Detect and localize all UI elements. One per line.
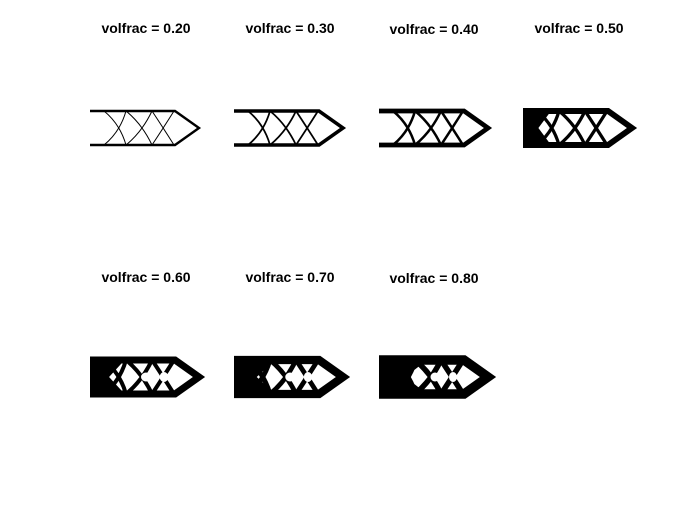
truss-chords	[90, 109, 202, 147]
topology-panel-6	[234, 355, 351, 399]
truss-web-member	[124, 358, 154, 396]
void-region	[141, 372, 151, 382]
truss-chords	[234, 109, 347, 147]
panel-title-1: volfrac = 0.20	[101, 20, 191, 36]
solid-block	[523, 111, 551, 145]
truss-web-member	[245, 357, 273, 397]
truss-web-member	[247, 110, 271, 146]
truss-chords	[379, 355, 497, 399]
truss-web-member	[391, 109, 417, 147]
truss-web-member	[583, 109, 609, 147]
truss-web-member	[103, 110, 127, 146]
truss-web-member	[390, 357, 418, 397]
topology-panel-5	[90, 356, 206, 398]
truss-web-member	[557, 109, 587, 147]
truss-web-member	[535, 109, 561, 147]
panel-title-5: volfrac = 0.60	[101, 269, 191, 285]
truss-web-member	[391, 109, 417, 147]
panel-title-3: volfrac = 0.40	[389, 21, 479, 37]
truss-web-member	[269, 110, 297, 146]
truss-web-member	[413, 109, 443, 147]
void-region	[270, 373, 278, 381]
topology-panel-1	[90, 109, 202, 147]
truss-web-member	[151, 110, 175, 146]
void-region	[285, 372, 295, 382]
solid-block	[90, 360, 125, 394]
truss-web-member	[412, 357, 444, 397]
truss-web-member	[439, 109, 465, 147]
truss-web-member	[295, 110, 319, 146]
truss-chords	[379, 108, 493, 148]
panel-title-7: volfrac = 0.80	[389, 270, 479, 286]
truss-web-member	[124, 358, 154, 396]
truss-chords	[234, 355, 351, 399]
truss-chords	[90, 356, 206, 398]
panel-title-4: volfrac = 0.50	[534, 20, 624, 36]
truss-chords	[523, 108, 638, 148]
panel-title-6: volfrac = 0.70	[245, 269, 335, 285]
truss-web-member	[151, 110, 175, 146]
truss-web-member	[125, 110, 153, 146]
truss-web-member	[413, 109, 443, 147]
void-region	[430, 372, 440, 382]
truss-web-member	[267, 357, 299, 397]
truss-web-member	[295, 110, 319, 146]
void-region	[126, 373, 134, 381]
void-region	[449, 372, 457, 382]
truss-web-member	[103, 110, 127, 146]
truss-web-member	[269, 110, 297, 146]
truss-web-member	[102, 358, 128, 396]
truss-web-member	[247, 110, 271, 146]
topology-panel-7	[379, 355, 497, 399]
truss-web-member	[267, 357, 299, 397]
void-region	[303, 372, 313, 382]
topology-panel-4	[523, 108, 638, 148]
void-region	[415, 373, 423, 381]
panel-title-2: volfrac = 0.30	[245, 20, 335, 36]
void-region	[159, 372, 169, 382]
topology-panel-3	[379, 108, 493, 148]
truss-web-member	[125, 110, 153, 146]
truss-web-member	[102, 358, 128, 396]
truss-web-member	[557, 109, 587, 147]
solid-block	[379, 360, 427, 394]
topology-panel-2	[234, 109, 347, 147]
truss-web-member	[535, 109, 561, 147]
